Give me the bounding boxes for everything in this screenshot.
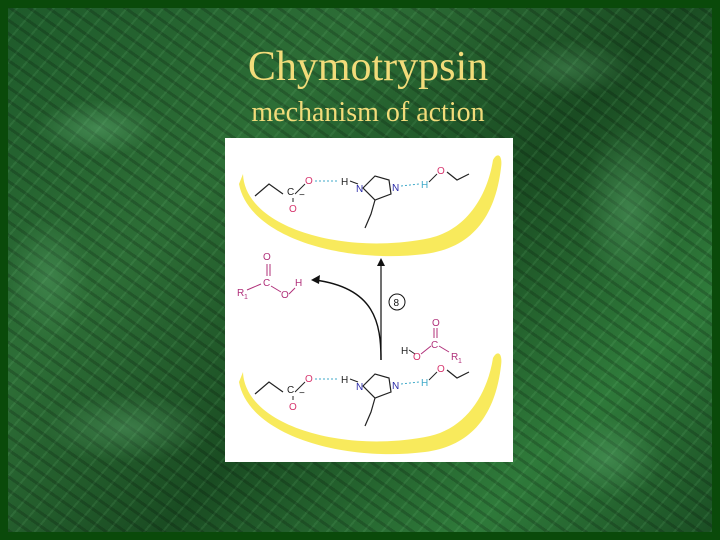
atom-o: O — [289, 204, 297, 215]
atom-o: O — [263, 252, 271, 263]
charge-sign: − — [299, 190, 305, 201]
atom-h: H — [341, 177, 348, 188]
atom-n: N — [392, 183, 399, 194]
atom-o: O — [432, 318, 440, 329]
atom-h: H — [421, 180, 428, 191]
subscript-1: 1 — [244, 294, 248, 301]
atom-n: N — [356, 382, 363, 393]
atom-c: C — [287, 385, 294, 396]
atom-o: O — [305, 176, 313, 187]
slide-subtitle: mechanism of action — [251, 97, 485, 128]
atom-h: H — [401, 346, 408, 357]
reaction-arrows: 8 — [311, 258, 406, 361]
atom-r: R — [237, 288, 244, 299]
charge-sign: − — [299, 388, 305, 399]
incoming-group: H O C O R 1 — [401, 318, 462, 365]
atom-c: C — [431, 340, 438, 351]
atom-o: O — [305, 374, 313, 385]
top-panel: C O O − H N N H O — [239, 155, 502, 257]
atom-o: O — [437, 364, 445, 375]
atom-n: N — [392, 381, 399, 392]
atom-r: R — [451, 352, 458, 363]
atom-c: C — [287, 187, 294, 198]
enzyme-band-bottom — [239, 353, 502, 455]
atom-o: O — [413, 352, 421, 363]
atom-h: H — [421, 378, 428, 389]
atom-o: O — [281, 290, 289, 301]
atom-h: H — [295, 278, 302, 289]
step-number: 8 — [394, 298, 400, 309]
slide-title: Chymotrypsin — [247, 44, 489, 90]
atom-o: O — [437, 166, 445, 177]
atom-h: H — [341, 375, 348, 386]
atom-o: O — [289, 402, 297, 413]
mechanism-figure: C O O − H N N H O — [225, 138, 513, 462]
atom-c: C — [263, 278, 270, 289]
released-product: O C R 1 O H — [237, 252, 302, 301]
enzyme-band-top — [239, 155, 502, 257]
mechanism-diagram: C O O − H N N H O — [237, 155, 502, 455]
subscript-1: 1 — [458, 358, 462, 365]
atom-n: N — [356, 184, 363, 195]
bottom-panel: C O O − H N N H O — [239, 353, 502, 455]
